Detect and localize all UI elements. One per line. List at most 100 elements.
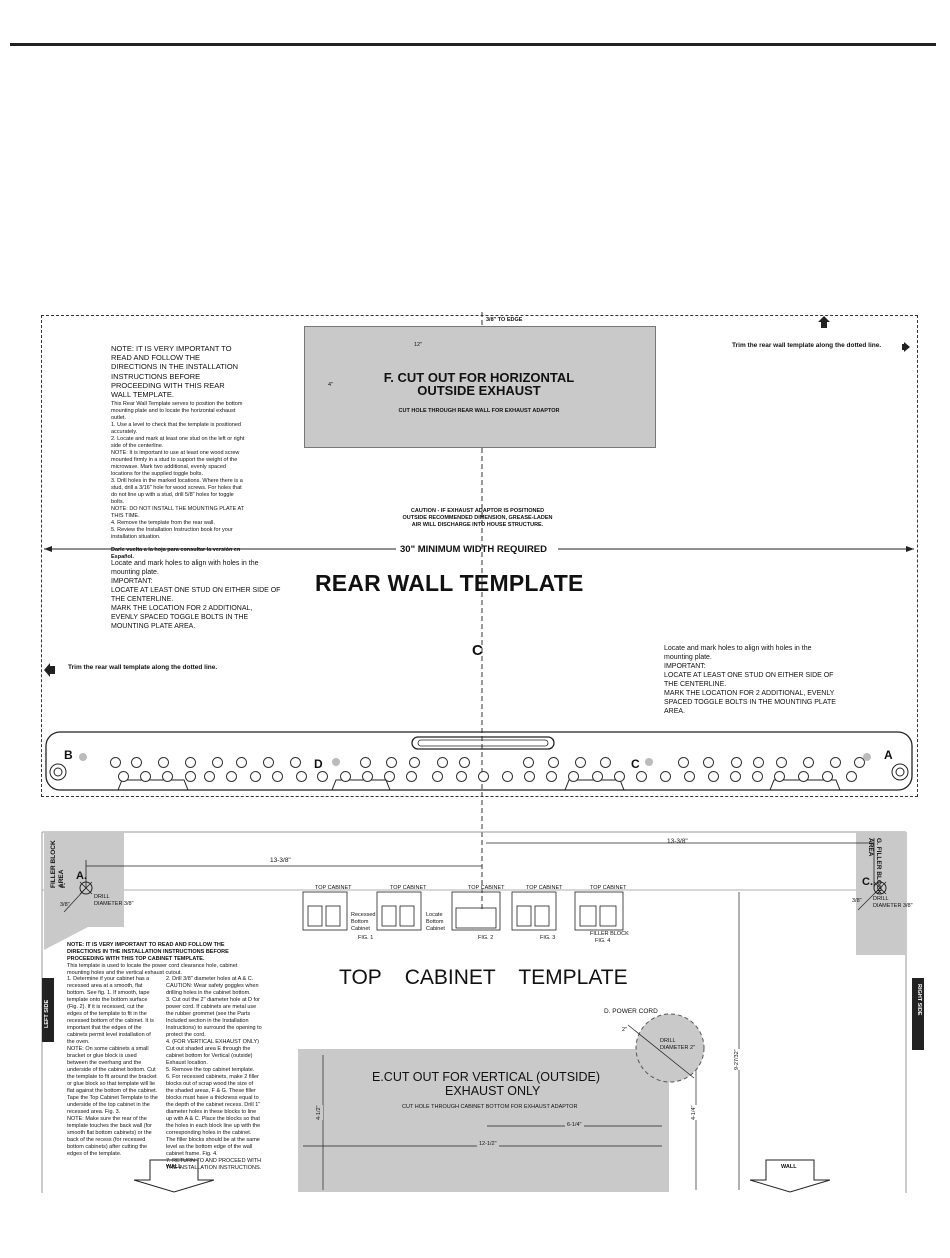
rear-note-step: NOTE: It is important to use at least on… [111,450,240,478]
cabinet-caption: TOP CABINET [590,885,627,891]
mounting-hole [204,771,215,782]
cutout-title-line-2: OUTSIDE EXHAUST [417,383,541,398]
mounting-hole [523,757,534,768]
locator-dot [645,758,653,766]
mounting-hole [678,757,689,768]
mounting-hole [185,757,196,768]
mounting-hole [502,771,513,782]
filler-block-left: FILLER BLOCK AREA [50,840,65,888]
mounting-hole [226,771,237,782]
locator-dot [332,758,340,766]
cabinet-caption: TOP CABINET [468,885,505,891]
mounting-hole [272,771,283,782]
rear-note-intro: This Rear Wall Template serves to positi… [111,401,243,422]
top-note: NOTE: IT IS VERY IMPORTANT TO READ AND F… [67,942,229,962]
dimension-6-1-4: 6-1/4" [565,1122,584,1129]
dimension-4-1-2: 4-1/2" [316,1105,323,1120]
dimension-left: 13-3/8" [270,857,291,864]
trim-instruction-left: Trim the rear wall template along the do… [68,664,218,671]
mounting-hole [798,771,809,782]
cabinet-caption: TOP CABINET [390,885,427,891]
left-side-label: LEFT SIDE [44,999,50,1028]
mounting-hole [456,771,467,782]
plate-label-c: C [631,757,640,771]
mounting-hole [158,757,169,768]
mounting-hole [703,757,714,768]
mounting-hole [753,757,764,768]
trim-instruction-right: Trim the rear wall template along the do… [732,342,882,349]
fig-caption: Recessed Bottom Cabinet [351,912,376,932]
mounting-hole [296,771,307,782]
mounting-hole [803,757,814,768]
mounting-hole [478,771,489,782]
mounting-hole [548,757,559,768]
top-rule [10,43,936,46]
fig-label: FIG. 4 [595,938,611,944]
mounting-hole [730,771,741,782]
mounting-hole [409,757,420,768]
spanish-note: Darle vuelta a la hoja para consultar la… [111,547,241,561]
mounting-hole [131,757,142,768]
mounting-hole [774,771,785,782]
mounting-hole [614,771,625,782]
power-cord-drill: DRILL DIAMETER 2" [660,1038,695,1051]
rear-note-step: 1. Use a level to check that the templat… [111,422,241,436]
mounting-hole [236,757,247,768]
mounting-hole [830,757,841,768]
mounting-hole [290,757,301,768]
dimension-4-1-4: 4-1/4" [691,1105,698,1120]
cutout-title-line-1: F. CUT OUT FOR HORIZONTAL [383,370,575,385]
mounting-hole [250,771,261,782]
mounting-hole [317,771,328,782]
mounting-hole [360,757,371,768]
drill-diameter-left: DRILL DIAMETER 3/8" [94,894,134,907]
small-dimension-left: 3/8" [60,902,70,908]
rear-note-title: NOTE: IT IS VERY IMPORTANT TO READ AND F… [111,344,239,400]
mounting-hole [575,757,586,768]
point-a-label: A. [76,870,87,882]
fig-label: FIG. 1 [358,935,374,941]
locate-instructions-left: Locate and mark holes to align with hole… [111,560,281,630]
top-intro: This template is used to locate the powe… [67,963,238,976]
cutout-subtitle: CUT HOLE THROUGH REAR WALL FOR EXHAUST A… [398,408,560,414]
mounting-hole [854,757,865,768]
cabinet-caption: TOP CABINET [526,885,563,891]
locate-instructions-right: Locate and mark holes to align with hole… [664,645,836,715]
wall-arrow-left-label: WALL [166,1164,182,1170]
right-side-label: RIGHT SIDE [916,984,922,1016]
mounting-hole [660,771,671,782]
rear-note-step: 5. Review the Installation Instruction b… [111,527,233,541]
vertical-exhaust-cutout-title-2: EXHAUST ONLY [445,1084,541,1098]
fig-caption: Locate Bottom Cabinet [426,912,445,932]
mounting-hole [708,771,719,782]
mounting-hole [822,771,833,782]
mounting-hole [185,771,196,782]
fig-label: FIG. 2 [478,935,494,941]
rear-note-step: NOTE: DO NOT INSTALL THE MOUNTING PLATE … [111,506,245,520]
cutout-width-label: 12" [412,342,425,349]
vertical-exhaust-cutout-subtitle: CUT HOLE THROUGH CABINET BOTTOM FOR EXHA… [402,1104,578,1110]
top-instructions-col-1: 1. Determine if your cabinet has a reces… [67,976,158,1157]
plate-label-a: A [884,748,893,762]
mounting-hole [406,771,417,782]
dimension-right: 13-3/8" [667,838,688,845]
mounting-hole [600,757,611,768]
top-instructions-col-2: 2. Drill 3/8" diameter holes at A & C. C… [166,976,262,1171]
minimum-width-label: 30" MINIMUM WIDTH REQUIRED [400,544,548,555]
mounting-hole [340,771,351,782]
wall-arrow-right-label: WALL [781,1164,797,1170]
plate-label-b: B [64,748,73,762]
mounting-hole [568,771,579,782]
mounting-hole [110,757,121,768]
rear-wall-title: REAR WALL TEMPLATE [315,570,584,596]
vertical-exhaust-cutout-title-1: E.CUT OUT FOR VERTICAL (OUTSIDE) [372,1070,601,1084]
power-cord-label: D. POWER CORD [604,1008,658,1015]
mounting-hole [752,771,763,782]
centerline-label: C [472,642,483,659]
locator-dot [79,753,87,761]
mounting-hole [592,771,603,782]
edge-label: 3/8" TO EDGE [486,317,523,323]
mounting-hole [386,757,397,768]
mounting-hole [846,771,857,782]
cabinet-caption: TOP CABINET [315,885,352,891]
